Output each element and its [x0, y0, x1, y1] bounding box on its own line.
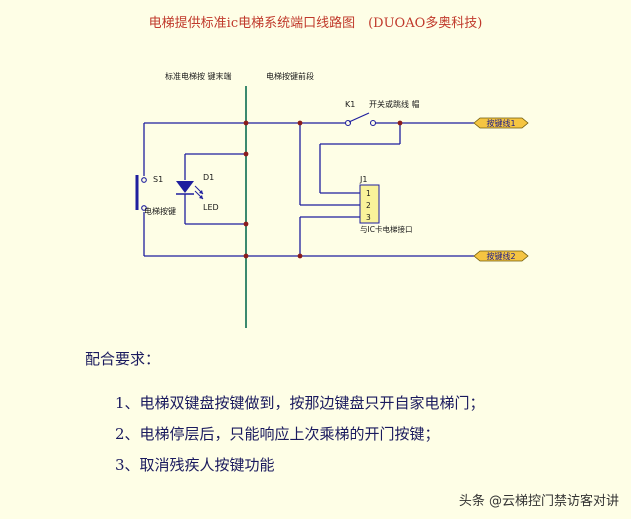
- led-d1-label: D1: [203, 173, 214, 182]
- switch-k1-symbol: [344, 112, 377, 127]
- junction-dot: [243, 221, 249, 227]
- switch-k1-desc: 开关或跳线 帽: [369, 99, 420, 109]
- switch-k1-label: K1: [345, 100, 355, 109]
- connector-j1-label: J1: [359, 175, 367, 184]
- port-2: 按键线2: [473, 250, 529, 262]
- connector-j1: [359, 184, 380, 224]
- port-1-label: 按键线1: [486, 118, 515, 128]
- switch-s1-label: S1: [153, 175, 163, 184]
- section-label-left: 标准电梯按 键末端: [165, 71, 232, 81]
- junction-dot: [297, 120, 303, 126]
- led-desc: LED: [203, 203, 219, 212]
- junction-dot: [243, 253, 249, 259]
- connector-pin-3: 3: [366, 213, 371, 222]
- circuit-diagram: 标准电梯按 键末端 电梯按键前段 S1 电梯按键 D1 LED K1 开关或跳线…: [135, 71, 529, 328]
- requirement-item-1: 1、电梯双键盘按键做到，按那边键盘只开自家电梯门；: [115, 394, 485, 412]
- requirements-heading: 配合要求：: [85, 350, 161, 368]
- switch-s1-desc: 电梯按键: [144, 206, 176, 216]
- junction-dot: [297, 253, 303, 259]
- port-2-label: 按键线2: [486, 251, 515, 261]
- section-label-right: 电梯按键前段: [266, 71, 314, 81]
- connector-pin-2: 2: [366, 201, 371, 210]
- switch-s1-symbol: [135, 175, 147, 211]
- watermark: 头条 @云梯控门禁访客对讲: [458, 494, 619, 509]
- requirement-item-2: 2、电梯停层后，只能响应上次乘梯的开门按键；: [115, 425, 440, 443]
- requirement-item-3: 3、取消残疾人按键功能: [115, 456, 275, 474]
- junction-dot: [397, 120, 403, 126]
- junction-dot: [243, 151, 249, 157]
- junction-dot: [243, 120, 249, 126]
- connector-pin-1: 1: [366, 189, 371, 198]
- led-d1-symbol: [176, 181, 204, 200]
- connector-desc: 与IC卡电梯接口: [360, 224, 412, 234]
- port-1: 按键线1: [473, 117, 529, 129]
- diagram-title: 电梯提供标准ic电梯系统端口线路图 (DUOAO多奥科技): [148, 16, 483, 31]
